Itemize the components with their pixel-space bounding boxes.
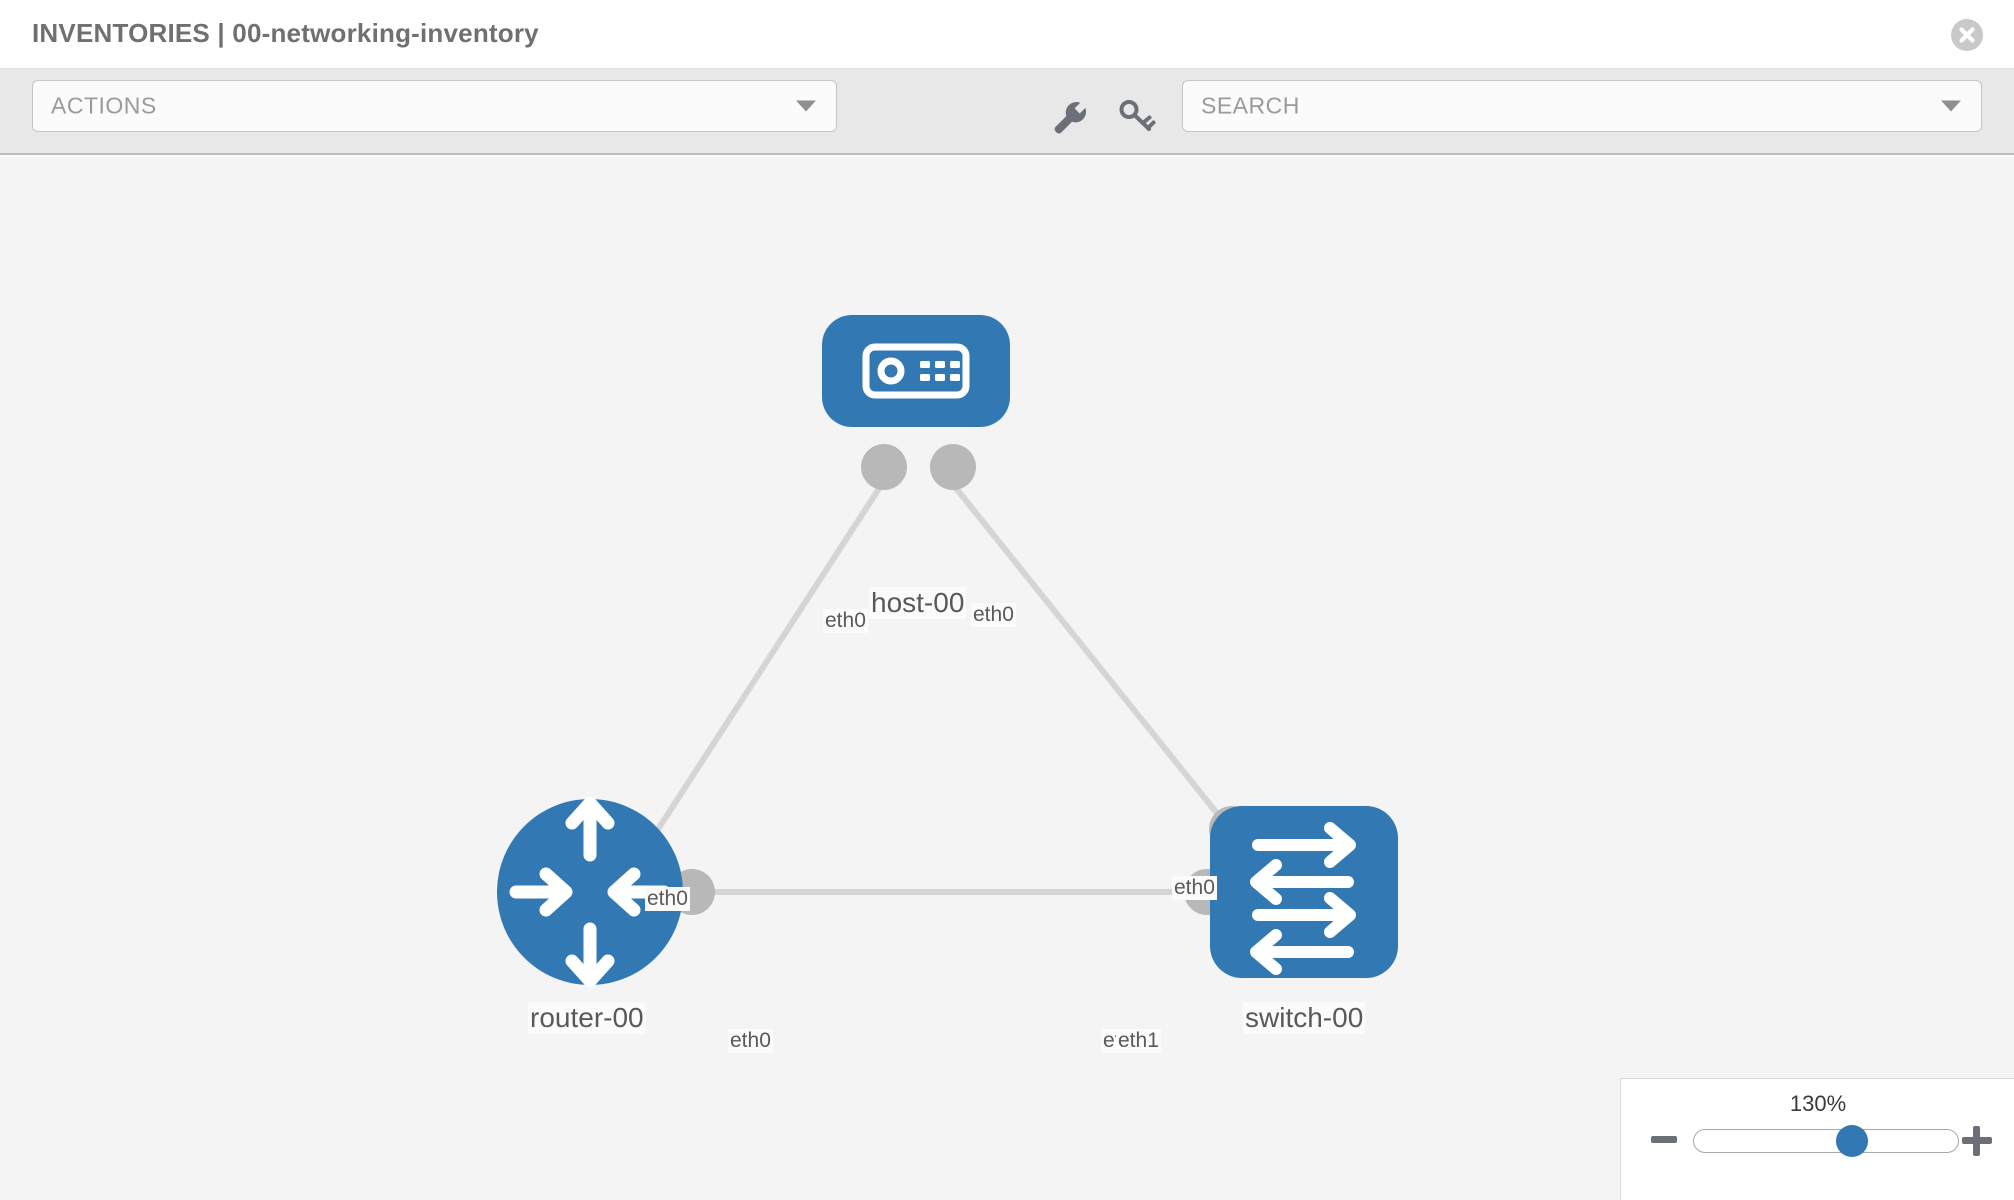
zoom-slider-track[interactable] [1693,1125,1959,1157]
key-icon[interactable] [1115,95,1157,137]
zoom-control-panel: 130% [1620,1078,2014,1200]
port-host-right [930,444,976,490]
link-router-host [637,485,883,859]
search-dropdown[interactable]: SEARCH [1182,80,1982,132]
zoom-level-value: 130% [1789,1091,1847,1116]
zoom-in-button[interactable] [1962,1126,1992,1156]
host-device-icon [862,343,970,399]
chevron-down-icon[interactable] [796,100,816,112]
wrench-icon[interactable] [1047,95,1089,137]
topology-canvas[interactable]: host-00 router-00 switch-00 eth0 eth0 et… [0,157,2014,1200]
node-label-router-00: router-00 [528,1002,646,1034]
iface-label-switch-eth1: eth1 [1116,1029,1161,1053]
node-switch-00 [1210,806,1398,978]
topology-graph [497,315,1398,988]
search-input-placeholder: SEARCH [1201,92,1300,119]
actions-dropdown[interactable]: ACTIONS [32,80,837,132]
page-title: INVENTORIES | 00-networking-inventory [32,18,539,48]
switch-arrows-icon [1250,822,1356,975]
link-host-switch [952,485,1235,834]
actions-dropdown-label: ACTIONS [51,92,157,119]
chevron-down-icon[interactable] [1941,100,1961,112]
zoom-out-button[interactable] [1651,1136,1677,1143]
port-host-left [861,444,907,490]
node-router-00 [497,796,683,988]
topology-links [637,485,1235,895]
iface-label-router-uplink: eth0 [645,887,690,911]
iface-label-switch-uplink: eth0 [1172,876,1217,900]
node-label-switch-00: switch-00 [1243,1002,1366,1034]
node-label-host-00: host-00 [869,587,967,619]
page-header: INVENTORIES | 00-networking-inventory [0,0,2014,69]
iface-label-router-eth0: eth0 [728,1029,773,1053]
iface-label-host-right: eth0 [971,603,1016,627]
zoom-slider-thumb[interactable] [1836,1125,1869,1157]
router-arrows-icon [509,796,671,988]
close-icon[interactable] [1950,18,1984,52]
node-host-00 [822,315,1010,427]
iface-label-host-left: eth0 [823,609,868,633]
